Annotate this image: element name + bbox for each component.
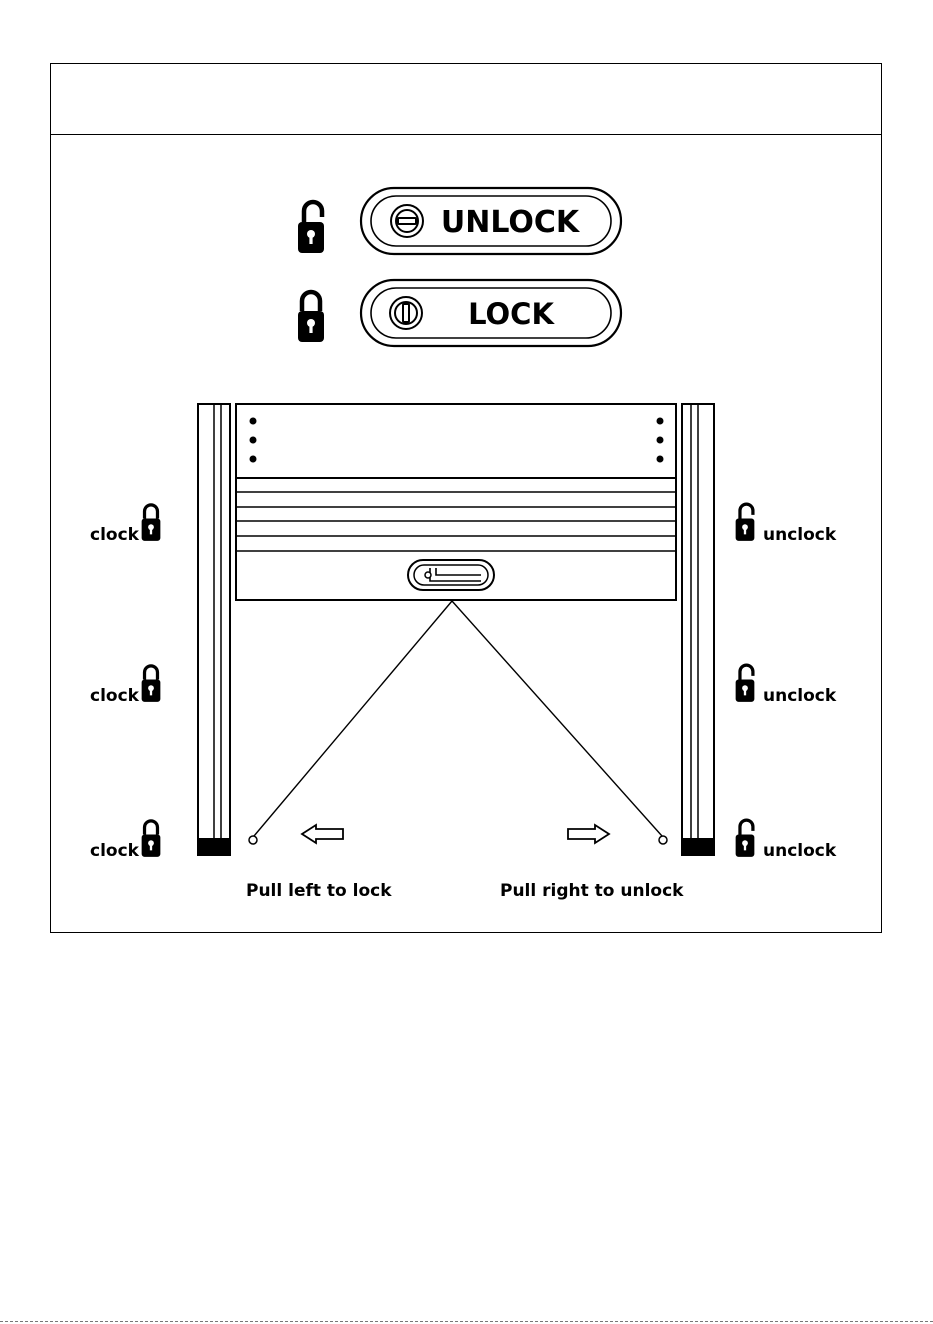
right-rail <box>682 404 714 855</box>
padlock-closed-icon <box>142 666 161 702</box>
instruction-pull-left: Pull left to lock <box>246 881 392 901</box>
side-label-right: unclock <box>763 841 837 861</box>
arrow-right-icon <box>568 825 609 843</box>
pull-lines <box>249 601 667 844</box>
roller-box <box>236 404 676 478</box>
right-labels: unclock unclock unclock <box>736 504 837 861</box>
lock-button[interactable]: LOCK <box>361 280 621 346</box>
padlock-closed-icon <box>142 505 161 541</box>
unlock-button[interactable]: UNLOCK <box>361 188 621 254</box>
left-rail <box>198 404 230 855</box>
lock-button-label: LOCK <box>468 297 555 331</box>
padlock-open-icon <box>736 665 755 702</box>
side-label-left: clock <box>90 686 140 706</box>
instruction-pull-right: Pull right to unlock <box>500 881 684 901</box>
keyhole-icon <box>390 297 422 329</box>
side-label-left: clock <box>90 525 140 545</box>
door-handle[interactable] <box>408 560 494 590</box>
unlock-row: UNLOCK <box>298 188 621 254</box>
padlock-closed-icon <box>298 292 324 342</box>
keyhole-icon <box>391 205 423 237</box>
padlock-open-icon <box>736 820 755 857</box>
side-label-left: clock <box>90 841 140 861</box>
side-label-right: unclock <box>763 686 837 706</box>
padlock-open-icon <box>298 202 324 253</box>
padlock-open-icon <box>736 504 755 541</box>
unlock-button-label: UNLOCK <box>441 205 581 240</box>
lock-row: LOCK <box>298 280 621 346</box>
padlock-closed-icon <box>142 821 161 857</box>
arrow-left-icon <box>302 825 343 843</box>
left-labels: clock clock clock <box>90 505 160 861</box>
side-label-right: unclock <box>763 525 837 545</box>
page-bottom-rule <box>0 1321 933 1322</box>
